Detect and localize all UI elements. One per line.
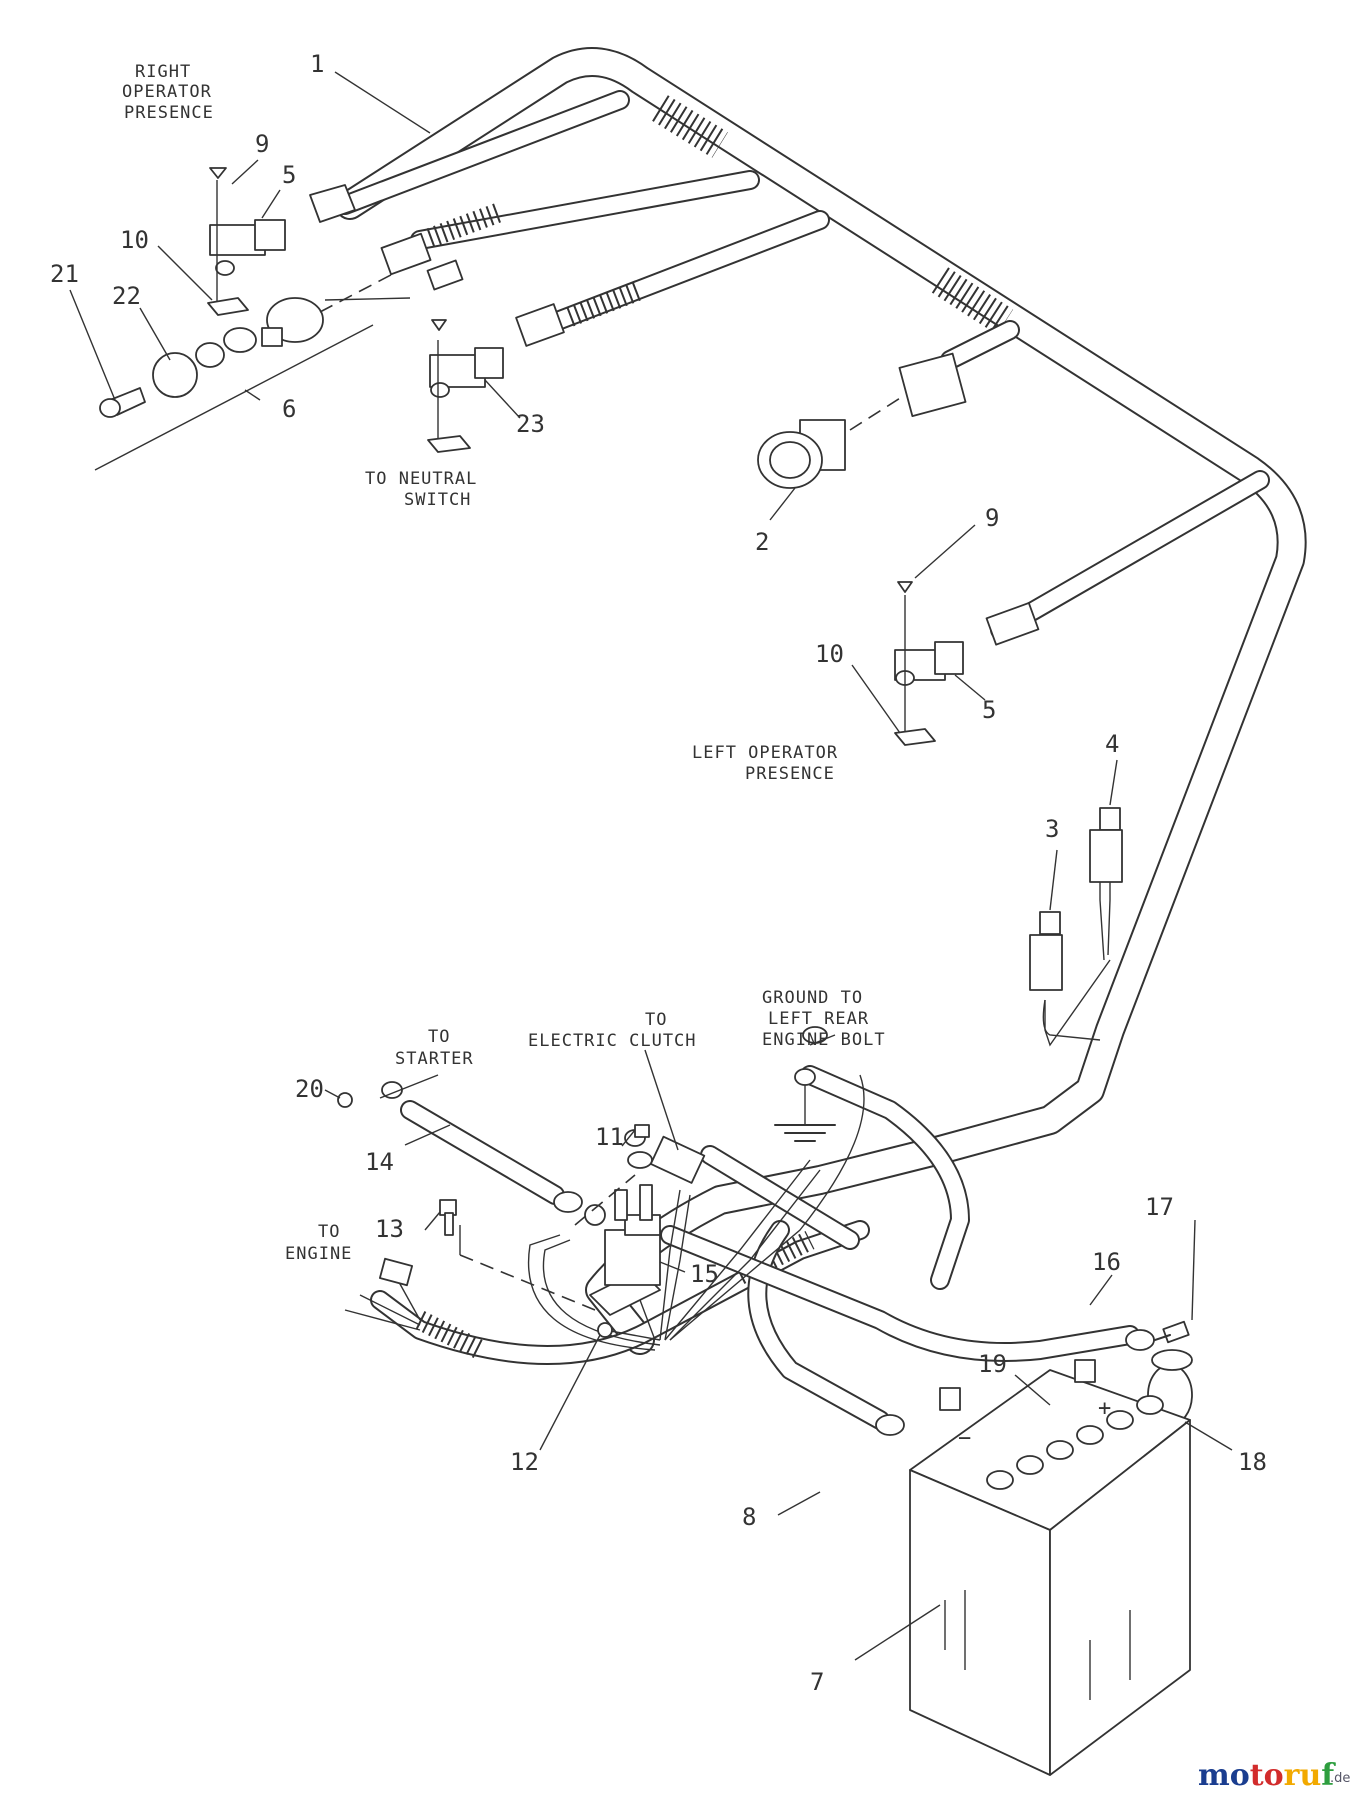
horn xyxy=(757,352,967,489)
callout-numbers: 1 9 5 10 21 22 6 23 2 9 10 5 4 3 20 14 1… xyxy=(50,50,1267,1696)
callout-8: 8 xyxy=(742,1503,756,1531)
battery-plus-mark: + xyxy=(1098,1396,1111,1421)
callout-5-left: 5 xyxy=(982,696,996,724)
battery-minus-mark: − xyxy=(958,1426,971,1451)
callout-6: 6 xyxy=(282,395,296,423)
callout-7: 7 xyxy=(810,1668,824,1696)
callout-22: 22 xyxy=(112,282,141,310)
label-right-presence-2: OPERATOR xyxy=(122,82,212,102)
label-ground-2: LEFT REAR xyxy=(768,1009,869,1029)
label-clutch-1: TO xyxy=(645,1010,667,1030)
solenoid-wires xyxy=(527,1074,865,1351)
callout-9-left: 9 xyxy=(985,504,999,532)
callout-16: 16 xyxy=(1092,1248,1121,1276)
callout-12: 12 xyxy=(510,1448,539,1476)
terminals xyxy=(553,1191,1155,1436)
callout-11: 11 xyxy=(595,1123,624,1151)
fuse-wires xyxy=(1042,880,1111,1047)
watermark-tld: .de xyxy=(1330,1771,1350,1786)
label-engine-2: ENGINE xyxy=(285,1244,352,1264)
callout-3: 3 xyxy=(1045,815,1059,843)
callout-23: 23 xyxy=(516,410,545,438)
solenoid xyxy=(459,1129,661,1338)
hardware xyxy=(337,1081,1190,1420)
label-neutral-1: TO NEUTRAL xyxy=(365,469,477,489)
callout-5-right: 5 xyxy=(282,161,296,189)
right-presence-switch xyxy=(207,167,356,316)
watermark-text: motoruf xyxy=(1198,1758,1336,1793)
key-switch-assembly xyxy=(94,232,464,471)
label-neutral-2: SWITCH xyxy=(404,490,471,510)
label-starter-2: STARTER xyxy=(395,1049,474,1069)
callout-2: 2 xyxy=(755,528,769,556)
callout-14: 14 xyxy=(365,1148,394,1176)
label-clutch-2: ELECTRIC CLUTCH xyxy=(528,1031,697,1051)
callout-4: 4 xyxy=(1105,730,1119,758)
callout-18: 18 xyxy=(1238,1448,1267,1476)
ground-symbol xyxy=(774,1026,836,1142)
clutch-connector xyxy=(649,1135,706,1184)
label-engine-1: TO xyxy=(318,1222,340,1242)
neutral-switch xyxy=(427,303,565,453)
watermark-logo: motoruf .de xyxy=(1198,1758,1350,1793)
engine-leads xyxy=(344,1257,421,1331)
label-left-presence-1: LEFT OPERATOR xyxy=(692,743,838,763)
callout-10-right: 10 xyxy=(120,226,149,254)
fuses xyxy=(1029,807,1123,991)
callout-1: 1 xyxy=(310,50,324,78)
label-ground-3: ENGINE BOLT xyxy=(762,1030,886,1050)
callout-17: 17 xyxy=(1145,1193,1174,1221)
leader-lines xyxy=(69,71,1233,1661)
label-ground-1: GROUND TO xyxy=(762,988,863,1008)
label-right-presence-3: PRESENCE xyxy=(124,103,214,123)
left-presence-switch xyxy=(894,581,1040,746)
callout-9-right: 9 xyxy=(255,130,269,158)
callout-10-left: 10 xyxy=(815,640,844,668)
battery-terminal-marks: + − xyxy=(958,1396,1111,1451)
label-left-presence-2: PRESENCE xyxy=(745,764,835,784)
callout-21: 21 xyxy=(50,260,79,288)
label-right-presence-1: RIGHT xyxy=(135,62,191,82)
battery xyxy=(909,1359,1191,1776)
callout-20: 20 xyxy=(295,1075,324,1103)
callout-15: 15 xyxy=(690,1260,719,1288)
text-labels: RIGHT OPERATOR PRESENCE TO NEUTRAL SWITC… xyxy=(122,62,886,1264)
callout-19: 19 xyxy=(978,1350,1007,1378)
callout-13: 13 xyxy=(375,1215,404,1243)
main-harness xyxy=(335,47,1307,1430)
label-starter-1: TO xyxy=(428,1027,450,1047)
